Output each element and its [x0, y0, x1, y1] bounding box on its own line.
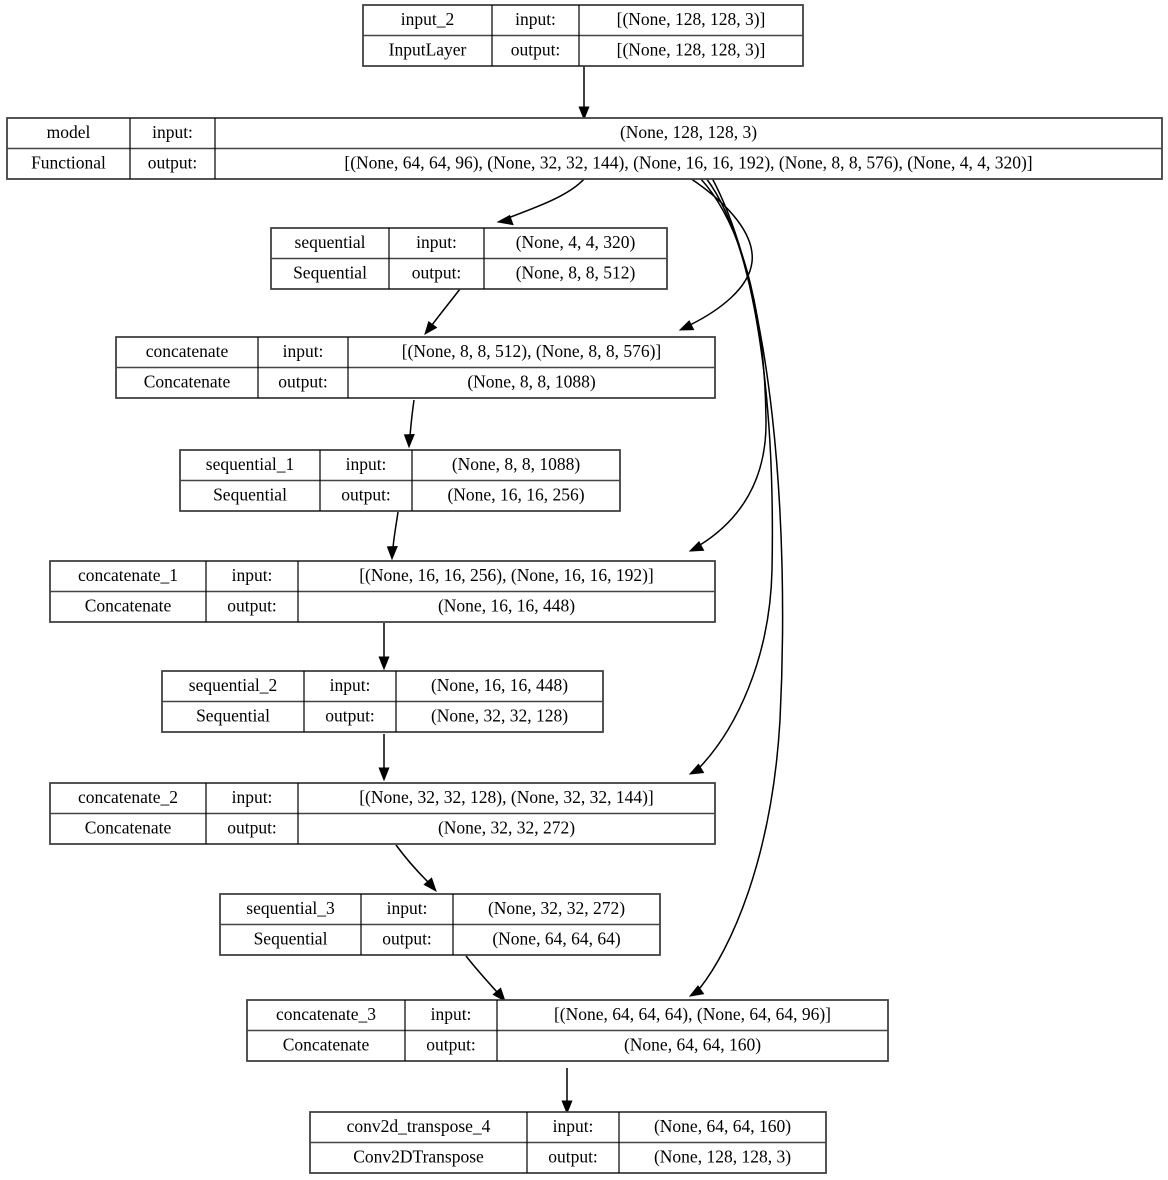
- node-input_2-input-shape: [(None, 128, 128, 3)]: [617, 9, 766, 29]
- node-sequential_3[interactable]: sequential_3 Sequential input: output: (…: [219, 893, 661, 956]
- node-conv2d_transpose_4-output-shape: (None, 128, 128, 3): [654, 1147, 791, 1167]
- node-conv2d_transpose_4[interactable]: conv2d_transpose_4 Conv2DTranspose input…: [309, 1111, 827, 1174]
- node-sequential_2-output-shape: (None, 32, 32, 128): [431, 706, 568, 726]
- node-concatenate_3-class: Concatenate: [283, 1035, 370, 1055]
- node-model-output-label: output:: [148, 153, 198, 173]
- node-concatenate-input-label: input:: [283, 341, 324, 361]
- edge-model-to-concatenate_2: [688, 177, 774, 775]
- node-sequential_3-output-label: output:: [382, 929, 432, 949]
- node-concatenate_2-name: concatenate_2: [78, 787, 178, 807]
- node-sequential-class: Sequential: [293, 263, 367, 283]
- edge-input_2-to-model: [578, 66, 590, 121]
- node-model-class: Functional: [31, 153, 106, 173]
- node-sequential_1-output-shape: (None, 16, 16, 256): [447, 485, 584, 505]
- edges-layer: [378, 66, 784, 1115]
- edge-sequential_3-to-concatenate_3: [465, 955, 506, 1003]
- node-concatenate_2[interactable]: concatenate_2 Concatenate input: output:…: [49, 782, 716, 845]
- node-input_2-name: input_2: [401, 9, 454, 29]
- node-sequential_2-input-shape: (None, 16, 16, 448): [431, 675, 568, 695]
- edge-sequential_1-to-concatenate_1: [386, 511, 399, 561]
- node-sequential_2[interactable]: sequential_2 Sequential input: output: (…: [161, 670, 604, 733]
- node-input_2-output-label: output:: [511, 40, 561, 60]
- node-sequential_2-class: Sequential: [196, 706, 270, 726]
- node-concatenate_3[interactable]: concatenate_3 Concatenate input: output:…: [246, 999, 889, 1062]
- node-concatenate-output-shape: (None, 8, 8, 1088): [467, 372, 595, 392]
- node-concatenate_1-output-label: output:: [227, 596, 277, 616]
- node-sequential_2-name: sequential_2: [189, 675, 277, 695]
- node-conv2d_transpose_4-class: Conv2DTranspose: [353, 1147, 484, 1167]
- node-conv2d_transpose_4-output-label: output:: [548, 1147, 598, 1167]
- node-conv2d_transpose_4-name: conv2d_transpose_4: [347, 1116, 491, 1136]
- node-concatenate_1-name: concatenate_1: [78, 565, 178, 585]
- node-concatenate_3-name: concatenate_3: [276, 1004, 376, 1024]
- node-concatenate_1-output-shape: (None, 16, 16, 448): [438, 596, 575, 616]
- edge-concatenate-to-sequential_1: [403, 399, 415, 449]
- node-concatenate_3-input-shape: [(None, 64, 64, 64), (None, 64, 64, 96)]: [554, 1004, 831, 1024]
- node-model-input-label: input:: [152, 122, 193, 142]
- node-concatenate_3-output-shape: (None, 64, 64, 160): [624, 1035, 761, 1055]
- node-concatenate[interactable]: concatenate Concatenate input: output: […: [115, 336, 716, 399]
- edge-model-to-sequential: [496, 177, 586, 226]
- node-sequential_3-class: Sequential: [254, 929, 328, 949]
- node-conv2d_transpose_4-input-label: input:: [553, 1116, 594, 1136]
- node-sequential-output-shape: (None, 8, 8, 512): [516, 263, 636, 283]
- node-model-input-shape: (None, 128, 128, 3): [620, 122, 757, 142]
- node-sequential-input-shape: (None, 4, 4, 320): [516, 232, 636, 252]
- node-sequential_1-class: Sequential: [213, 485, 287, 505]
- node-sequential_3-input-label: input:: [387, 898, 428, 918]
- node-sequential_1-name: sequential_1: [206, 454, 294, 474]
- node-concatenate_2-output-shape: (None, 32, 32, 272): [438, 818, 575, 838]
- node-concatenate_1-input-shape: [(None, 16, 16, 256), (None, 16, 16, 192…: [359, 565, 654, 585]
- node-model-name: model: [47, 122, 91, 142]
- node-concatenate_2-input-label: input:: [232, 787, 273, 807]
- node-input_2-output-shape: [(None, 128, 128, 3)]: [617, 40, 766, 60]
- node-sequential[interactable]: sequential Sequential input: output: (No…: [270, 227, 668, 290]
- node-concatenate_3-output-label: output:: [426, 1035, 476, 1055]
- edge-model-to-concatenate_3: [688, 177, 784, 997]
- node-model[interactable]: model Functional input: output: (None, 1…: [6, 117, 1163, 180]
- node-concatenate_2-class: Concatenate: [85, 818, 172, 838]
- node-sequential_1[interactable]: sequential_1 Sequential input: output: (…: [179, 449, 621, 512]
- node-sequential_1-input-shape: (None, 8, 8, 1088): [452, 454, 580, 474]
- node-sequential_1-input-label: input:: [346, 454, 387, 474]
- node-input_2[interactable]: input_2 InputLayer input: output: [(None…: [362, 4, 804, 67]
- edge-concatenate_2-to-sequential_3: [395, 844, 437, 893]
- node-concatenate_3-input-label: input:: [431, 1004, 472, 1024]
- node-sequential_3-input-shape: (None, 32, 32, 272): [488, 898, 625, 918]
- edge-sequential_2-to-concatenate_2: [378, 734, 390, 782]
- node-concatenate_1[interactable]: concatenate_1 Concatenate input: output:…: [49, 560, 716, 623]
- node-conv2d_transpose_4-input-shape: (None, 64, 64, 160): [654, 1116, 791, 1136]
- edge-concatenate_1-to-sequential_2: [378, 623, 390, 671]
- node-sequential-name: sequential: [295, 232, 366, 252]
- node-model-output-shape: [(None, 64, 64, 96), (None, 32, 32, 144)…: [344, 153, 1032, 173]
- node-sequential_3-name: sequential_3: [246, 898, 335, 918]
- node-input_2-input-label: input:: [515, 9, 556, 29]
- node-concatenate_1-class: Concatenate: [85, 596, 172, 616]
- node-concatenate-output-label: output:: [278, 372, 328, 392]
- node-input_2-class: InputLayer: [389, 40, 467, 60]
- node-sequential_1-output-label: output:: [341, 485, 391, 505]
- node-sequential_2-input-label: input:: [330, 675, 371, 695]
- node-concatenate-class: Concatenate: [144, 372, 231, 392]
- edge-sequential-to-concatenate: [424, 288, 461, 336]
- node-sequential-input-label: input:: [416, 232, 457, 252]
- node-concatenate_2-output-label: output:: [227, 818, 277, 838]
- node-sequential_2-output-label: output:: [325, 706, 375, 726]
- edge-concatenate_3-to-conv2d_transpose_4: [561, 1068, 573, 1115]
- node-concatenate-name: concatenate: [146, 341, 229, 361]
- node-sequential_3-output-shape: (None, 64, 64, 64): [492, 929, 620, 949]
- node-concatenate_1-input-label: input:: [232, 565, 273, 585]
- node-concatenate_2-input-shape: [(None, 32, 32, 128), (None, 32, 32, 144…: [359, 787, 654, 807]
- node-sequential-output-label: output:: [412, 263, 462, 283]
- node-concatenate-input-shape: [(None, 8, 8, 512), (None, 8, 8, 576)]: [402, 341, 662, 361]
